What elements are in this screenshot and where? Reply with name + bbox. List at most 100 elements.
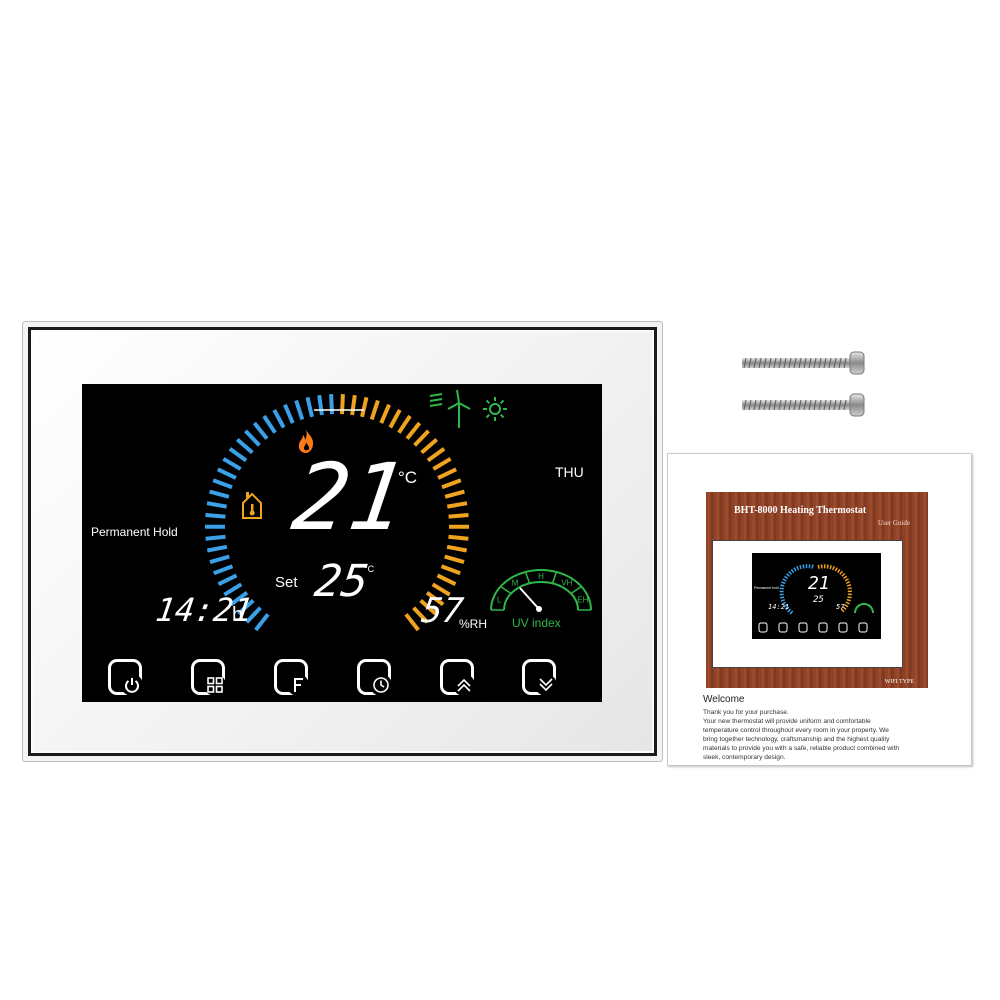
dial-segment <box>350 394 357 416</box>
uv-scale-label: EH <box>577 596 588 605</box>
dial-segment <box>412 606 429 624</box>
mini-dial <box>779 564 874 615</box>
dial-segment <box>340 394 345 415</box>
dial-segment <box>216 467 237 480</box>
manual-mini-display: Permanent hold 21 25 14:21 57 <box>752 553 881 639</box>
dial-segment <box>397 414 412 434</box>
dial-segment <box>413 429 430 447</box>
day-label: THU <box>555 464 584 480</box>
set-temperature-unit: °C <box>364 564 375 574</box>
manual-subtitle: User Guide <box>877 519 910 527</box>
manual-text-line: Your new thermostat will provide uniform… <box>703 718 871 725</box>
manual-cover: BHT-8000 Heating Thermostat User Guide P… <box>706 492 928 688</box>
current-temperature-unit: °C <box>398 468 418 487</box>
chevron-down-icon <box>539 678 553 692</box>
manual-text-line: temperature control throughout every roo… <box>703 727 889 734</box>
dial-segment <box>379 403 391 424</box>
mini-humidity: 57 <box>836 603 845 611</box>
chevron-up-icon <box>457 678 471 692</box>
dial-segment <box>360 396 369 418</box>
manual-text-line: sleek, contemporary design. <box>703 754 786 761</box>
home-thermometer-icon <box>242 492 262 519</box>
uv-gauge-divider <box>524 571 531 584</box>
uv-gauge-icon: L M H VH EH <box>490 569 592 612</box>
dial-segment <box>329 394 334 415</box>
screw-1 <box>742 351 865 375</box>
current-temperature: 21 <box>286 444 413 551</box>
dial-segment <box>205 534 226 541</box>
uv-gauge-divider <box>570 585 582 595</box>
manual-text-line: Thank you for your purchase. <box>703 709 789 716</box>
fan-button[interactable] <box>274 659 309 696</box>
dial-segment <box>244 429 261 447</box>
dial-segment <box>206 544 228 553</box>
uv-index-label: UV index <box>512 616 561 630</box>
set-label: Set <box>275 574 298 591</box>
dial-segment <box>229 590 249 607</box>
dial-segment <box>212 478 233 490</box>
dial-segment <box>420 437 439 455</box>
up-button[interactable] <box>440 659 475 696</box>
dial-segment <box>209 554 230 565</box>
dial-segment <box>440 564 461 576</box>
dial-segment <box>432 457 452 471</box>
user-manual: BHT-8000 Heating Thermostat User Guide P… <box>667 453 972 766</box>
dial-segment <box>444 554 465 565</box>
dial-segment <box>209 489 230 499</box>
flame-icon <box>298 429 314 453</box>
dial-segment <box>425 590 445 607</box>
dial-segment <box>436 573 457 586</box>
dial-segment <box>237 599 255 616</box>
dial-segment <box>448 534 469 541</box>
mini-set: 25 <box>813 595 824 605</box>
uv-gauge-divider <box>500 585 512 595</box>
dial-segment <box>317 394 324 416</box>
dial-segment <box>223 582 243 597</box>
power-button[interactable] <box>108 659 143 696</box>
set-temperature: 25 <box>311 556 372 607</box>
dial-segment <box>252 421 269 440</box>
down-button[interactable] <box>522 659 557 696</box>
dial-segment <box>388 408 402 429</box>
manual-title: BHT-8000 Heating Thermostat <box>734 505 867 516</box>
dial-segment <box>446 544 468 553</box>
manual-text-line: bring together technology, craftsmanship… <box>703 736 890 743</box>
dial-segment <box>405 421 422 440</box>
mini-buttons <box>758 622 868 633</box>
dial-segment <box>272 408 286 429</box>
temperature-dial <box>204 394 470 632</box>
grid-icon <box>207 677 223 693</box>
clock-button[interactable] <box>357 659 392 696</box>
manual-welcome-heading: Welcome <box>703 694 745 705</box>
uv-scale-label: L <box>497 596 502 605</box>
dial-segment <box>217 573 238 586</box>
dial-segment <box>446 501 468 509</box>
power-icon <box>125 678 139 693</box>
mini-temp: 21 <box>808 573 830 594</box>
mini-time: 14:21 <box>768 603 790 611</box>
uv-needle <box>519 587 539 609</box>
dial-segment <box>441 478 462 490</box>
dial-segment <box>262 414 277 434</box>
dial-segment <box>448 513 469 519</box>
mini-mode: Permanent hold <box>754 586 779 590</box>
clock-icon <box>373 677 389 693</box>
dial-segment <box>426 447 446 463</box>
humidity-unit: %RH <box>459 617 488 631</box>
dial-segment <box>369 399 380 421</box>
dial-segment <box>213 564 234 576</box>
uv-scale-label: VH <box>561 579 572 588</box>
dial-segment <box>305 396 314 418</box>
dial-segment <box>437 467 458 480</box>
dial-segment <box>431 582 451 597</box>
manual-text-line: materials to provide you with a safe, re… <box>703 745 900 752</box>
uv-scale-label: M <box>512 579 519 588</box>
uv-scale-label: H <box>538 572 544 581</box>
screw-2 <box>742 393 865 417</box>
dial-segment <box>205 513 226 519</box>
dial-segment <box>444 489 465 499</box>
uv-needle-hub <box>536 606 542 612</box>
menu-button[interactable] <box>191 659 226 696</box>
mode-label: Permanent Hold <box>91 525 178 539</box>
